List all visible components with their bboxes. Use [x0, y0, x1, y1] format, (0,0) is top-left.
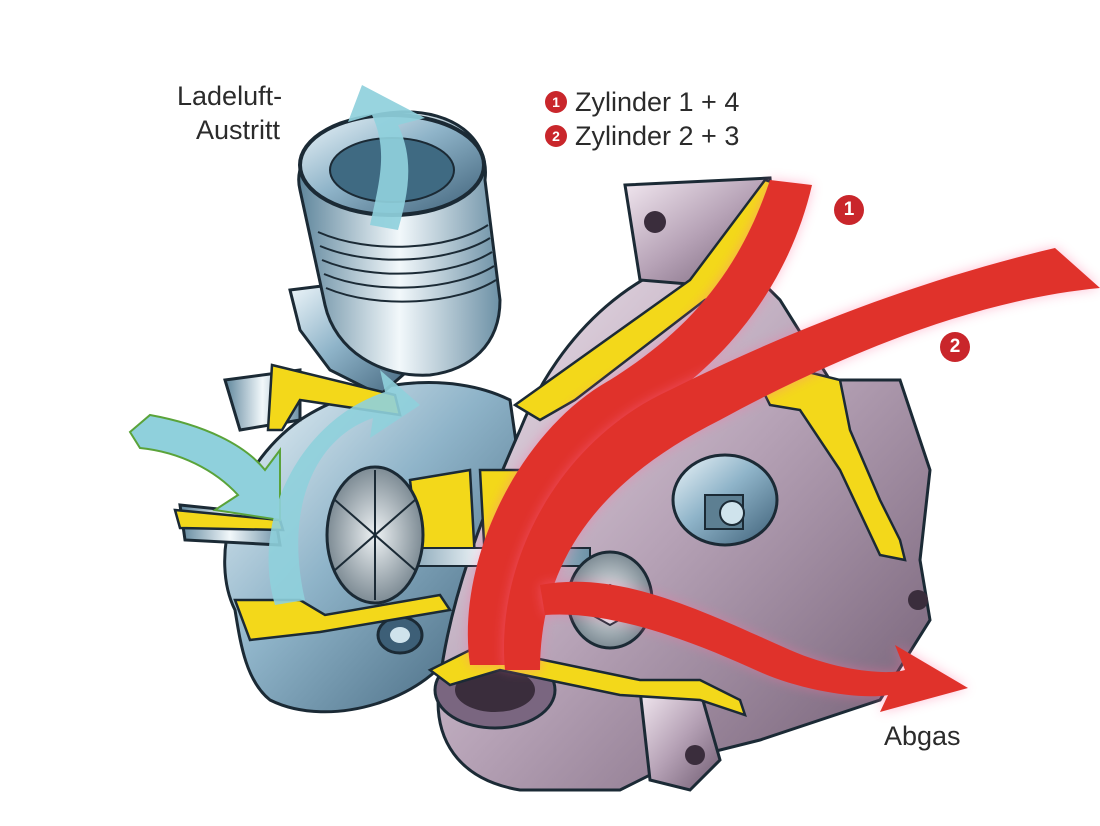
- legend-text-1: Zylinder 1 + 4: [575, 87, 740, 117]
- charge-air-outlet-flow: [348, 85, 425, 230]
- exhaust-outlet-flow: [540, 581, 968, 712]
- exhaust-flow-cyl-2-3: [503, 248, 1100, 670]
- legend-text-2: Zylinder 2 + 3: [575, 121, 740, 151]
- flow-marker-2: 2: [940, 332, 970, 362]
- legend-badge-1: 1: [545, 91, 567, 113]
- legend-item-cylinder-1-4: 1 Zylinder 1 + 4: [545, 86, 739, 118]
- cutaway-sections: [173, 178, 907, 717]
- legend-badge-2: 2: [545, 125, 567, 147]
- intake-air-flow: [128, 370, 420, 605]
- charge-air-outlet-label-line2: Austritt: [196, 115, 281, 145]
- exhaust-flow-cyl-1-4: [467, 180, 812, 665]
- flow-marker-1: 1: [834, 195, 864, 225]
- legend-item-cylinder-2-3: 2 Zylinder 2 + 3: [545, 120, 739, 152]
- exhaust-label: Abgas: [884, 721, 961, 751]
- charge-air-outlet-label-line1: Ladeluft-: [177, 81, 283, 111]
